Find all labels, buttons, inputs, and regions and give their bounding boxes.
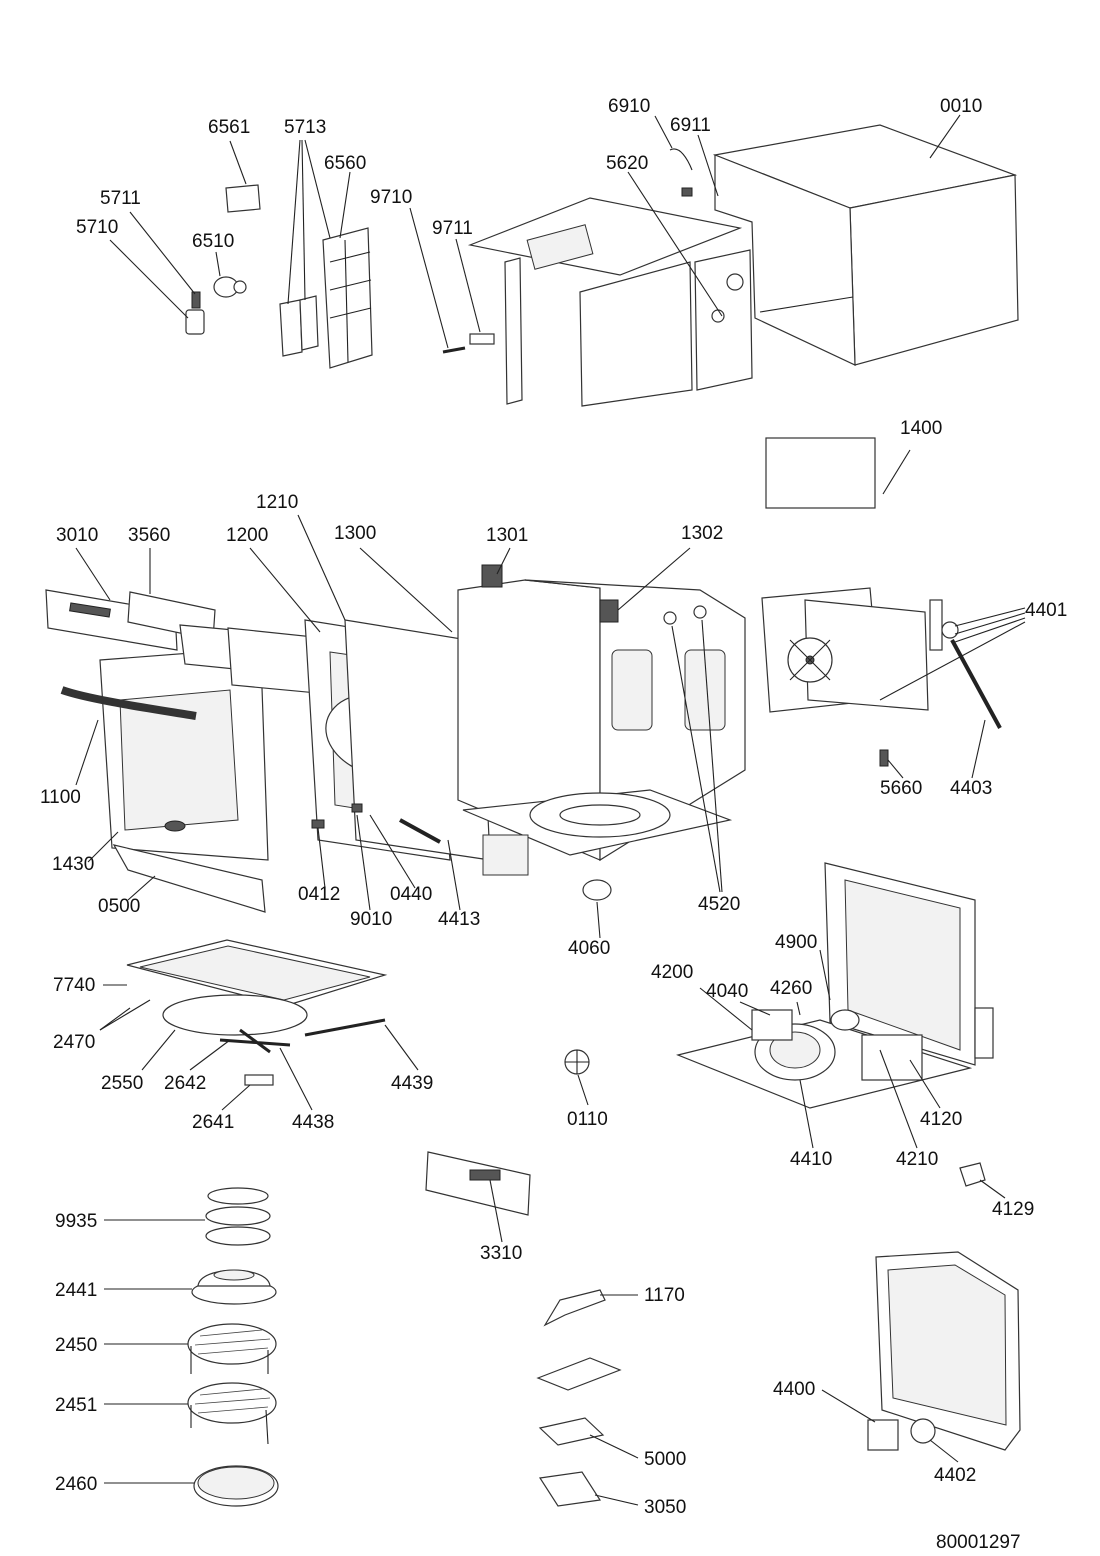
part-number-9711: 9711	[432, 218, 473, 239]
outer-casing-0010	[712, 124, 1019, 366]
lamp-6510	[213, 276, 247, 298]
part-number-5000: 5000	[644, 1449, 687, 1470]
document-number: 80001297	[936, 1532, 1021, 1553]
part-number-5660: 5660	[880, 778, 923, 799]
part-number-0500: 0500	[98, 896, 141, 917]
part-number-5711: 5711	[100, 188, 141, 209]
part-number-4400: 4400	[773, 1379, 816, 1400]
part-number-4900: 4900	[775, 932, 818, 953]
leader-lines	[75, 114, 1026, 1506]
part-number-2641: 2641	[192, 1112, 235, 1133]
part-number-6560: 6560	[324, 153, 367, 174]
rod-4439	[304, 1018, 386, 1037]
part-number-2451: 2451	[55, 1395, 98, 1416]
part-number-9010: 9010	[350, 909, 393, 930]
wiring-6910	[669, 148, 693, 197]
board-5000	[538, 1417, 605, 1446]
part-number-4210: 4210	[896, 1149, 939, 1170]
part-number-1430: 1430	[52, 854, 95, 875]
tray-7740	[126, 939, 388, 1007]
part-1170	[543, 1289, 606, 1327]
cover-2441	[191, 1269, 277, 1305]
part-number-1200: 1200	[226, 525, 269, 546]
part-number-4438: 4438	[292, 1112, 335, 1133]
cavity	[457, 564, 746, 876]
sensor-5710	[185, 291, 205, 335]
part-number-2441: 2441	[55, 1280, 98, 1301]
part-number-7740: 7740	[53, 975, 96, 996]
pin-9710	[442, 346, 466, 354]
crisp-plate-9935	[205, 1187, 271, 1246]
electronic-module-3310	[425, 1151, 531, 1216]
part-number-4520: 4520	[698, 894, 741, 915]
part-number-4413: 4413	[438, 909, 481, 930]
block-4129	[959, 1162, 986, 1187]
part-number-9710: 9710	[370, 187, 413, 208]
part-number-1170: 1170	[644, 1285, 685, 1306]
part-number-2550: 2550	[101, 1073, 144, 1094]
part-number-0110: 0110	[567, 1109, 608, 1130]
part-number-1210: 1210	[256, 492, 299, 513]
part-number-2460: 2460	[55, 1474, 98, 1495]
part-number-2470: 2470	[53, 1032, 96, 1053]
part-number-5710: 5710	[76, 217, 119, 238]
drip-tray	[875, 1251, 1021, 1451]
part-number-9935: 9935	[55, 1211, 98, 1232]
base-chassis	[676, 862, 994, 1109]
board-3050	[538, 1471, 602, 1507]
part-number-6910: 6910	[608, 96, 651, 117]
part-number-3560: 3560	[128, 525, 171, 546]
board-5000-upper	[536, 1357, 622, 1391]
rack-2450	[187, 1323, 277, 1374]
part-number-6911: 6911	[670, 115, 711, 136]
part-number-2450: 2450	[55, 1335, 98, 1356]
part-number-4040: 4040	[706, 981, 749, 1002]
hinge-9711	[469, 333, 495, 345]
part-number-1300: 1300	[334, 523, 377, 544]
part-number-1400: 1400	[900, 418, 943, 439]
part-number-4402: 4402	[934, 1465, 977, 1486]
part-number-4439: 4439	[391, 1073, 434, 1094]
part-number-6510: 6510	[192, 231, 235, 252]
coupler-2642	[219, 1028, 291, 1054]
part-number-0440: 0440	[390, 884, 433, 905]
part-number-1100: 1100	[40, 787, 81, 808]
handle-0500	[112, 844, 266, 913]
part-number-1302: 1302	[681, 523, 724, 544]
ring-2460	[193, 1465, 279, 1507]
roller-ring-2550	[162, 994, 308, 1036]
part-number-3050: 3050	[644, 1497, 687, 1518]
part-number-0412: 0412	[298, 884, 341, 905]
part-number-4260: 4260	[770, 978, 813, 999]
part-number-2642: 2642	[164, 1073, 207, 1094]
part-number-4200: 4200	[651, 962, 694, 983]
clip-2641	[244, 1074, 274, 1086]
part-number-4401: 4401	[1025, 600, 1068, 621]
part-number-4129: 4129	[992, 1199, 1035, 1220]
part-number-4120: 4120	[920, 1109, 963, 1130]
mounting-plate	[467, 197, 753, 407]
part-number-3010: 3010	[56, 525, 99, 546]
door-1100	[60, 649, 269, 861]
part-number-5713: 5713	[284, 117, 327, 138]
bracket-assembly-6560	[279, 227, 373, 369]
label-box-1400	[765, 437, 876, 509]
part-number-4410: 4410	[790, 1149, 833, 1170]
rack-2451	[187, 1382, 277, 1445]
part-number-4403: 4403	[950, 778, 993, 799]
part-number-0010: 0010	[940, 96, 983, 117]
grill-fan-assembly	[761, 587, 1002, 767]
part-number-3310: 3310	[480, 1243, 523, 1264]
part-number-1301: 1301	[486, 525, 529, 546]
part-number-5620: 5620	[606, 153, 649, 174]
turntable-support-0110	[564, 1049, 590, 1075]
switch-4400	[867, 1418, 936, 1451]
motor-4060	[582, 879, 612, 901]
label-plate-6561	[225, 184, 261, 213]
part-number-6561: 6561	[208, 117, 251, 138]
part-number-4060: 4060	[568, 938, 611, 959]
